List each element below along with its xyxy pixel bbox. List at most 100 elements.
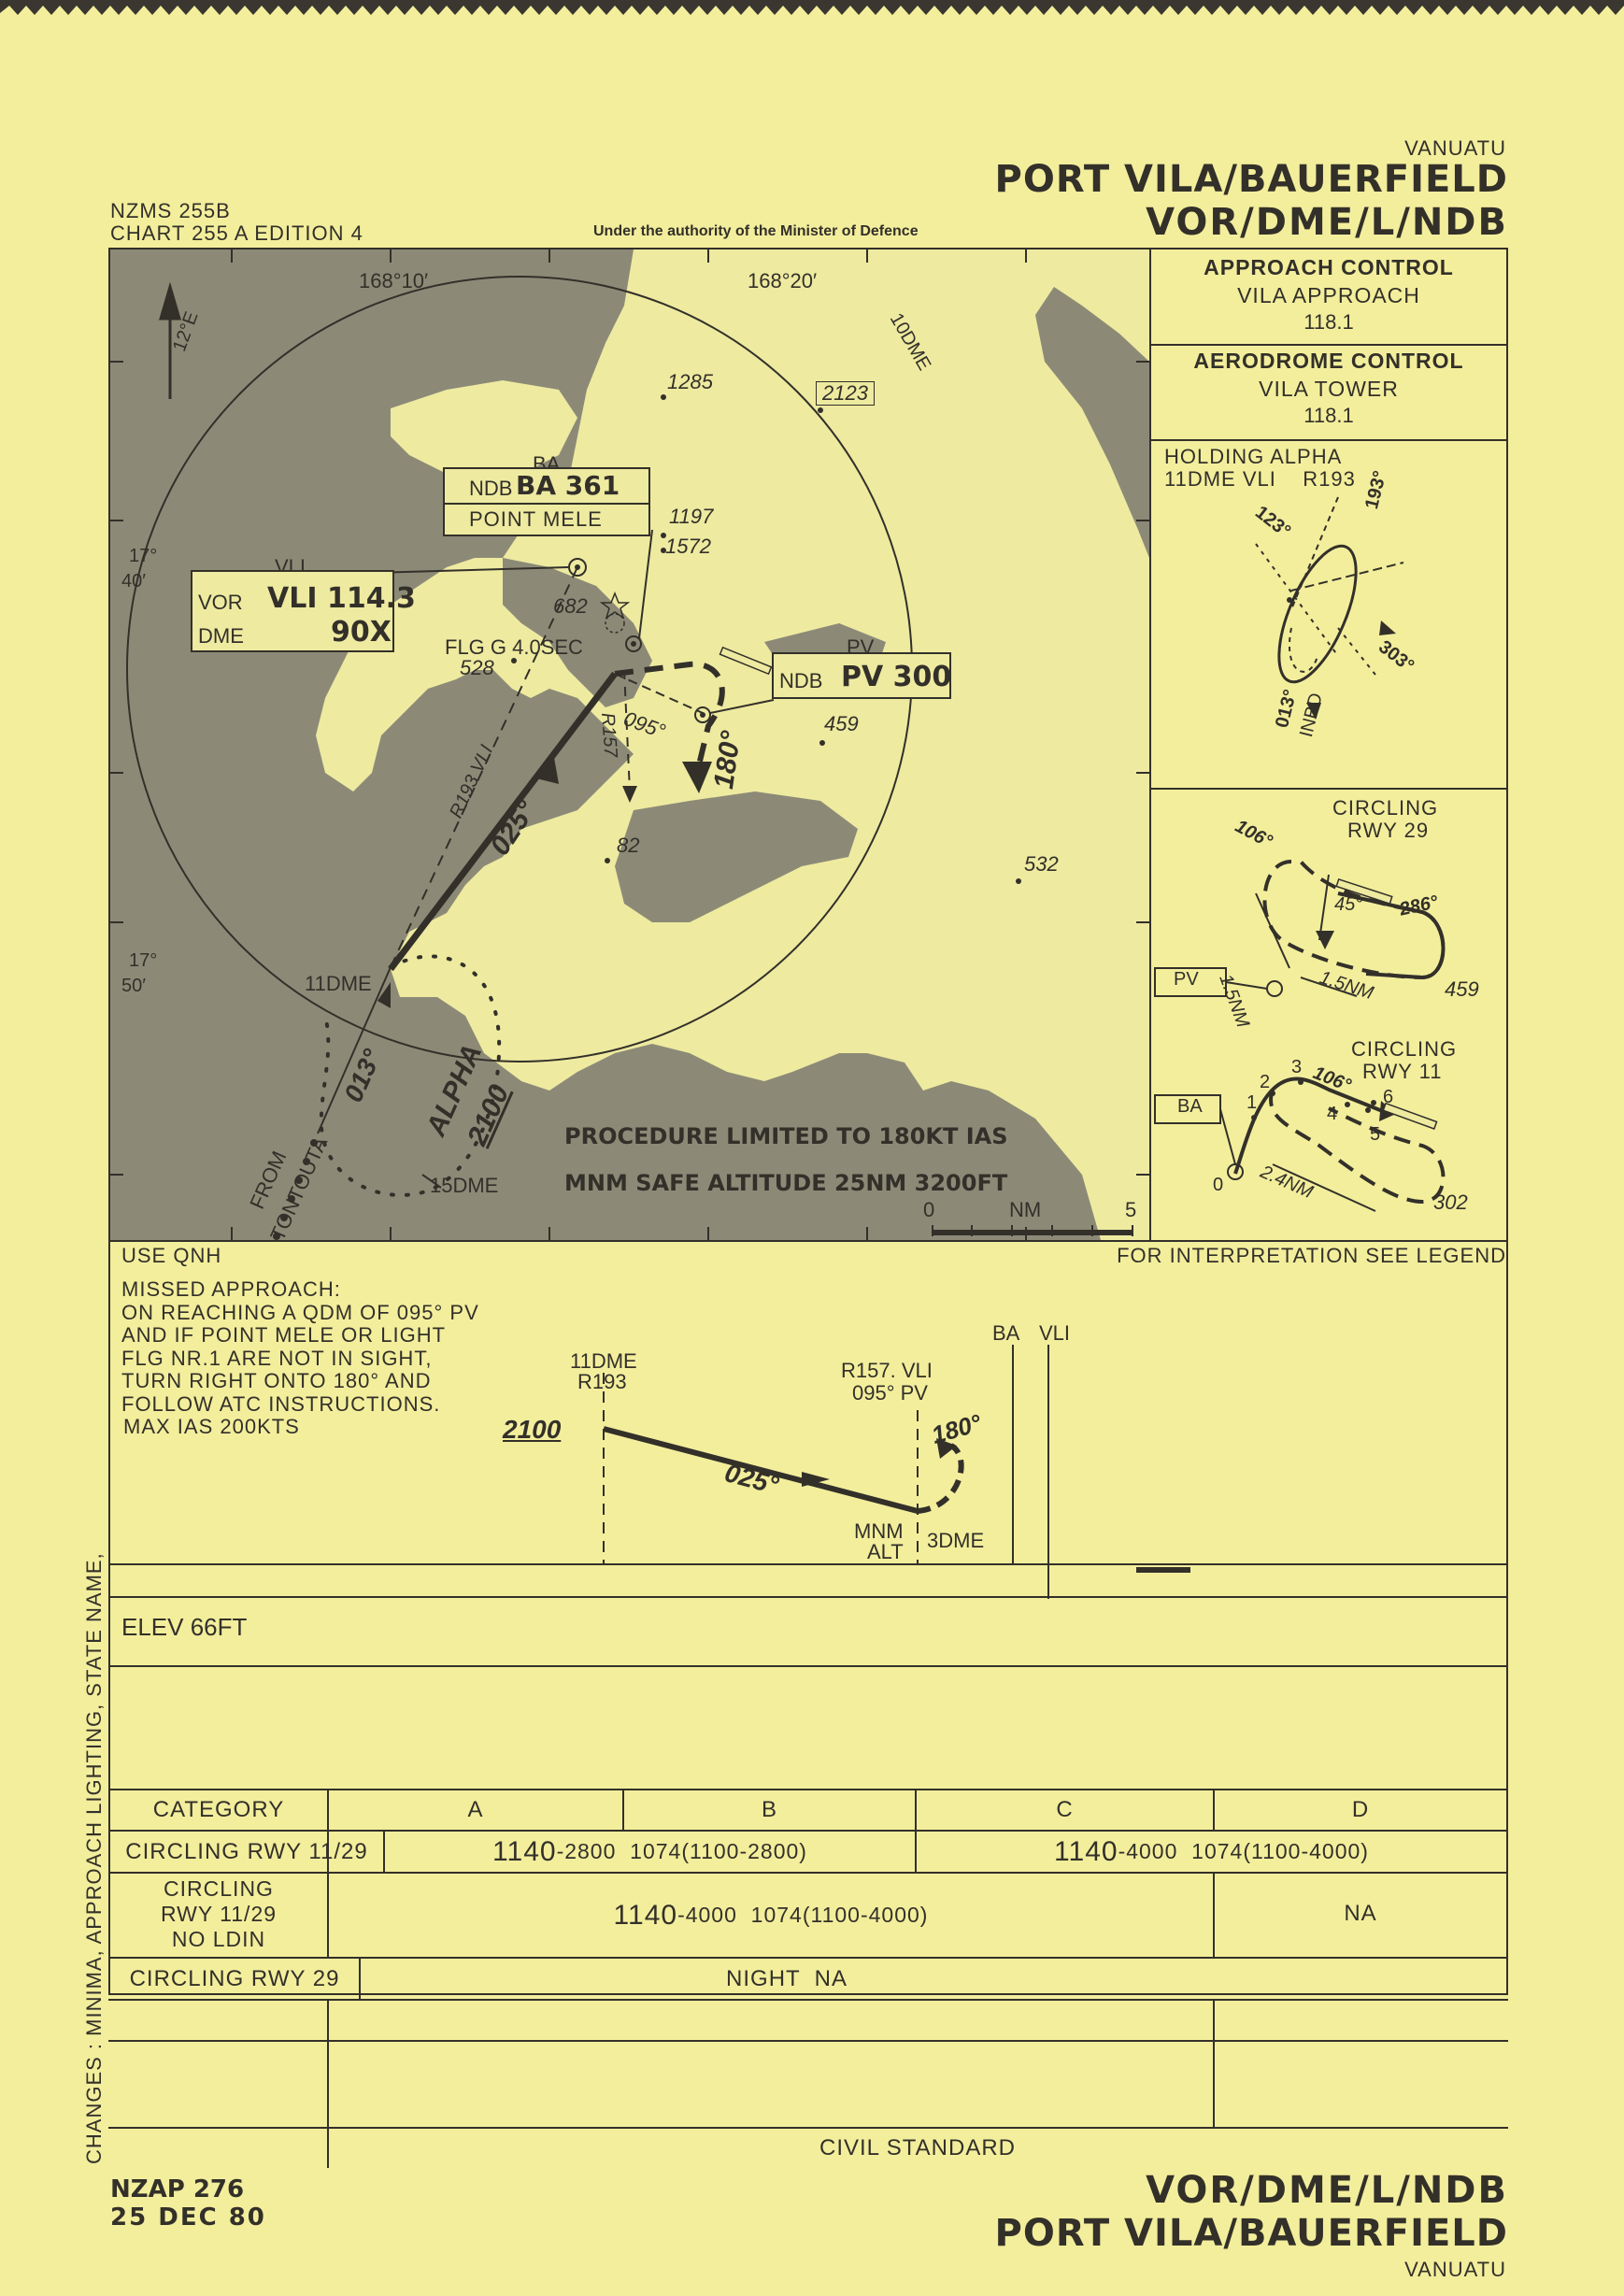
track-013-arrow (378, 982, 391, 1008)
pv-frequency: PV 300 (841, 661, 952, 693)
missed-approach-text: MISSED APPROACH: ON REACHING A QDM OF 09… (121, 1277, 479, 1439)
elevation-528: 528 (460, 656, 494, 679)
holding-fix: 11DME VLI R193 (1164, 467, 1356, 491)
minima-row2-abc-big: 1140 (613, 1899, 678, 1931)
footer-airport: PORT VILA/BAUERFIELD (994, 2212, 1508, 2255)
scale-five: 5 (1125, 1198, 1137, 1221)
land-east-block (1091, 530, 1149, 960)
ndb-pv-icon (694, 706, 711, 723)
minima-head-d: D (1351, 1797, 1370, 1822)
circling11-rwy: RWY 11 (1362, 1060, 1443, 1083)
profile-fix-095: 095° PV (852, 1381, 928, 1405)
aerodrome-control-name: VILA TOWER (1259, 377, 1399, 401)
torn-top-edge (0, 0, 1624, 15)
plan-view-map (110, 250, 1149, 1240)
header-procedure: VOR/DME/L/NDB (1146, 201, 1508, 244)
minima-row1-cd: 1140-4000 1074(1100-4000) (917, 1832, 1506, 1872)
msa-note: MNM SAFE ALTITUDE 25NM 3200FT (564, 1170, 1008, 1196)
minima-row2-label-line: NO LDIN (171, 1927, 266, 1951)
missed-line: MISSED APPROACH: (121, 1277, 341, 1301)
ba-ndb-box (443, 467, 650, 536)
arrival-route-tontouta (273, 1139, 318, 1240)
minima-side-label: CHANGES : MINIMA, APPROACH LIGHTING, STA… (82, 1552, 106, 2164)
profile-fix-r193: R193 (577, 1370, 627, 1393)
elevation-1572: 1572 (665, 535, 711, 558)
circling11-point-1: 1 (1246, 1092, 1258, 1113)
chart-edition: CHART 255 A EDITION 4 (110, 221, 363, 245)
minima-civil-standard: CIVIL STANDARD (819, 2135, 1017, 2161)
ba-type: NDB (469, 477, 513, 500)
elevation-682: 682 (553, 594, 588, 618)
missed-line: ON REACHING A QDM OF 095° PV (121, 1300, 479, 1324)
spot-elevation-dots (511, 394, 1021, 884)
final-course-arrow (536, 752, 559, 784)
final-course-025 (388, 671, 618, 972)
minima-row1-ab-big: 1140 (492, 1835, 557, 1867)
circling29-elev: 459 (1445, 977, 1479, 1001)
vli-vor-label: VOR (198, 591, 243, 614)
land-main (316, 250, 1149, 1240)
circling11-title: CIRCLING (1351, 1037, 1458, 1061)
vor-vli-icon (568, 558, 587, 577)
missed-line: MAX IAS 200KTS (123, 1415, 300, 1438)
minima-row2-abc-rest: -4000 1074(1100-4000) (677, 1903, 929, 1927)
approach-control-name: VILA APPROACH (1237, 283, 1420, 307)
profile-ba: BA (992, 1321, 1020, 1345)
minima-row1-cd-big: 1140 (1054, 1835, 1118, 1867)
minima-row1-cd-rest: -4000 1074(1100-4000) (1118, 1839, 1369, 1863)
plan-right-divider (1149, 248, 1151, 1241)
missed-line: FLG NR.1 ARE NOT IN SIGHT, (121, 1346, 433, 1370)
lat-label-2a: 17° (129, 950, 158, 971)
minima-head-category: CATEGORY (152, 1797, 285, 1822)
minima-row1-ab: 1140-2800 1074(1100-2800) (385, 1832, 915, 1872)
use-qnh-note: USE QNH (121, 1244, 222, 1267)
circling-29-diagram (1154, 860, 1446, 997)
vli-frequency: VLI 114.3 (267, 582, 416, 615)
aerodrome-control-freq: 118.1 (1303, 404, 1354, 427)
elevation-459: 459 (824, 712, 859, 735)
pv-type: NDB (779, 669, 823, 692)
elevation-1285: 1285 (667, 370, 713, 393)
minima-head-c: C (1056, 1797, 1074, 1822)
elevation-82: 82 (617, 834, 640, 857)
elevation-532: 532 (1024, 852, 1059, 876)
elevation-1197: 1197 (669, 505, 714, 528)
chart-frame (108, 248, 1508, 1995)
bearing-095-line (614, 673, 704, 714)
profile-3dme: 3DME (927, 1529, 985, 1552)
minima-row1-label: CIRCLING RWY 11/29 (125, 1838, 368, 1864)
footer-procedure: VOR/DME/L/NDB (1146, 2169, 1508, 2212)
circling-11-diagram (1154, 1077, 1446, 1212)
scale-unit: NM (1009, 1198, 1042, 1221)
circling29-title: CIRCLING (1332, 796, 1439, 820)
plan-bottom-divider (108, 1240, 1508, 1242)
circling11-point-6: 6 (1383, 1087, 1394, 1107)
land-peninsula (391, 380, 577, 483)
minima-row3-label: CIRCLING RWY 29 (129, 1965, 340, 1991)
lon-label-2: 168°20′ (748, 269, 818, 292)
land-north-strip (699, 250, 783, 306)
minima-row3-value: NIGHT NA (726, 1965, 848, 1991)
authority-note: Under the authority of the Minister of D… (593, 223, 919, 239)
lat-label-1a: 17° (129, 546, 158, 566)
radial-157-label: R157 (597, 711, 621, 759)
ba-frequency: BA 361 (516, 470, 620, 501)
circling29-beacon: PV (1174, 969, 1199, 990)
radial-157-line (623, 669, 631, 792)
profile-fix-11dme: 11DME (570, 1349, 637, 1373)
header-airport: PORT VILA/BAUERFIELD (994, 158, 1508, 201)
scale-bar (932, 1225, 1133, 1236)
aerodrome-elevation: ELEV 66FT (121, 1613, 248, 1641)
ndb-ba-icon (625, 635, 642, 652)
procedure-note: PROCEDURE LIMITED TO 180KT IAS (564, 1123, 1008, 1149)
minima-row1-ab-rest: -2800 1074(1100-2800) (556, 1839, 807, 1863)
aerodrome-control-title: AERODROME CONTROL (1193, 349, 1464, 373)
profile-diagram (110, 1345, 1506, 1599)
vli-channel: 90X (331, 616, 392, 649)
approach-control-title: APPROACH CONTROL (1204, 255, 1454, 279)
bay-inlet-2 (615, 791, 858, 922)
vli-vor-box (191, 570, 394, 652)
profile-vli: VLI (1039, 1321, 1071, 1345)
pv-ndb-box (772, 652, 951, 699)
elevation-2123: 2123 (816, 381, 875, 406)
